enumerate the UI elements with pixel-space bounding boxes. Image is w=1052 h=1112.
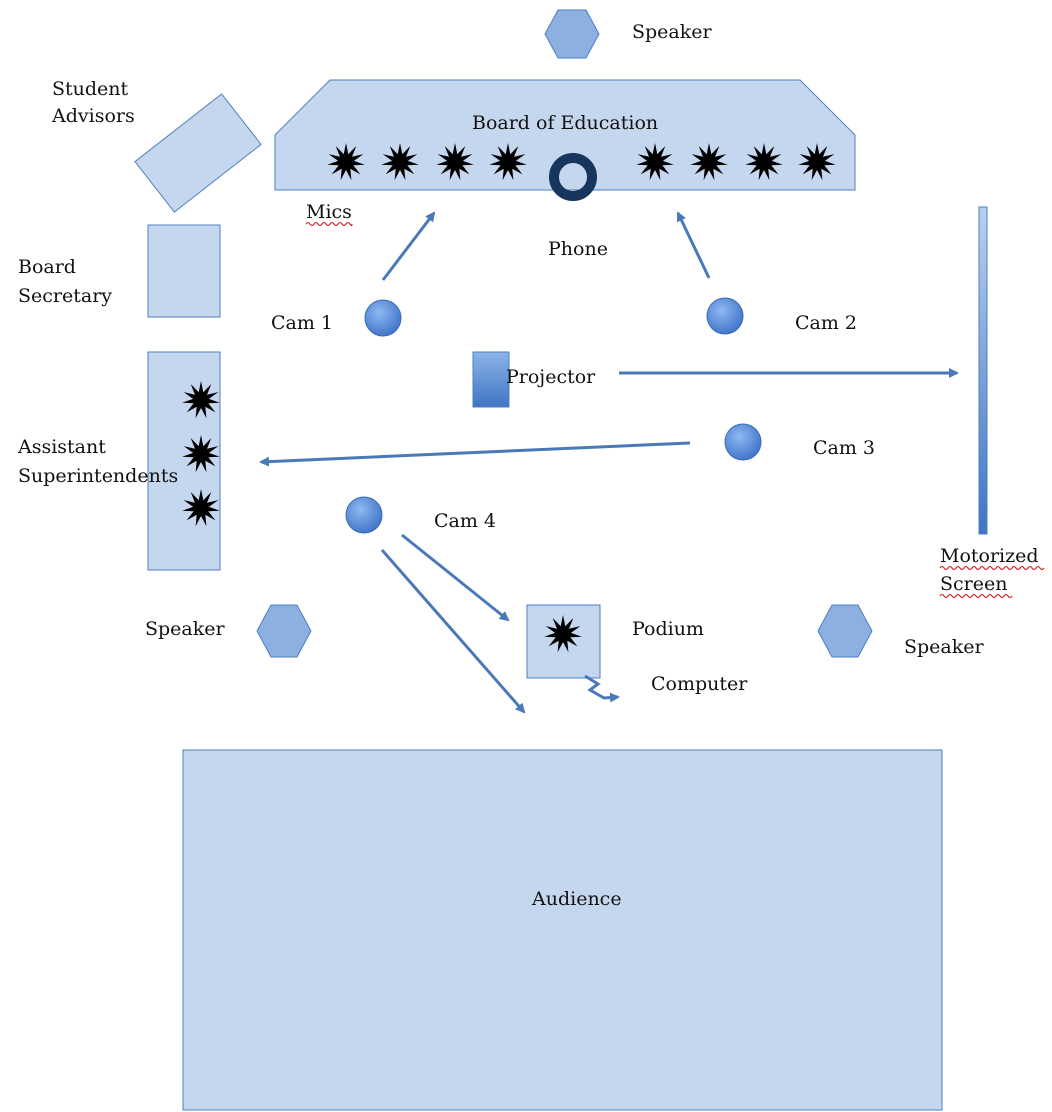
student-advisors-table (134, 93, 262, 213)
speaker-left-label: Speaker (145, 618, 226, 640)
cam4-to-audience-arrow (380, 549, 526, 714)
podium-label: Podium (632, 618, 704, 640)
mics-label: Mics (306, 201, 352, 223)
cam2-circle-camera-icon (706, 297, 744, 335)
assistant-superintendents-label-1: Assistant (17, 436, 106, 458)
board-secretary-table (147, 224, 221, 318)
board-secretary-label-2: Secretary (18, 285, 112, 307)
cam3-view-arrow (259, 441, 691, 467)
podium-1-starburst-mic-icon (544, 615, 582, 653)
cam3-circle-camera-icon (724, 423, 762, 461)
side-mic-1-starburst-mic-icon (182, 381, 220, 419)
board-mic-7-starburst-mic-icon (745, 143, 783, 181)
cam1-label: Cam 1 (271, 312, 333, 334)
speaker-right-hexagon (817, 604, 873, 658)
speaker-top-label: Speaker (632, 21, 713, 43)
board-secretary-label-1: Board (18, 256, 76, 278)
cam2-label: Cam 2 (795, 312, 857, 334)
board-mic-6-starburst-mic-icon (690, 143, 728, 181)
board-mic-4-starburst-mic-icon (489, 143, 527, 181)
motorized-spellcheck-underline (939, 565, 1045, 571)
cam4-label: Cam 4 (434, 510, 496, 532)
audience-label: Audience (531, 888, 622, 910)
speaker-left-hexagon (256, 604, 312, 658)
board-mic-8-starburst-mic-icon (798, 143, 836, 181)
phone-label: Phone (548, 238, 608, 260)
student-advisors-label-1: Student (52, 78, 129, 100)
audience-area (182, 749, 943, 1111)
motorized-screen-label-1: Motorized (940, 545, 1039, 567)
cam1-circle-camera-icon (364, 299, 402, 337)
cam1-view-arrow (381, 211, 436, 281)
phone-icon (549, 153, 597, 201)
board-mics (327, 143, 836, 181)
student-advisors-label-2: Advisors (51, 105, 135, 127)
projector-icon (472, 351, 510, 408)
board-mic-3-starburst-mic-icon (436, 143, 474, 181)
motorized-screen-label-2: Screen (940, 573, 1007, 595)
podium-to-computer-connector (584, 674, 620, 703)
podium-mic (544, 615, 582, 653)
cam2-view-arrow (676, 211, 711, 279)
motorized-screen (978, 206, 988, 535)
assistant-superintendents-mics (182, 381, 220, 527)
assistant-superintendents-label-2: Superintendents (18, 465, 178, 487)
projector-label: Projector (506, 366, 596, 388)
side-mic-3-starburst-mic-icon (182, 489, 220, 527)
cam4-to-podium-arrow (401, 533, 510, 622)
side-mic-2-starburst-mic-icon (182, 435, 220, 473)
speaker-top-hexagon (544, 9, 600, 59)
mics-spellcheck-underline (305, 221, 353, 227)
computer-label: Computer (651, 673, 748, 695)
cam3-label: Cam 3 (813, 437, 875, 459)
board-of-education-label: Board of Education (472, 112, 658, 134)
screen-spellcheck-underline (939, 593, 1013, 599)
cam4-circle-camera-icon (345, 496, 383, 534)
board-mic-2-starburst-mic-icon (381, 143, 419, 181)
board-mic-1-starburst-mic-icon (327, 143, 365, 181)
board-mic-5-starburst-mic-icon (636, 143, 674, 181)
speaker-right-label: Speaker (904, 636, 985, 658)
